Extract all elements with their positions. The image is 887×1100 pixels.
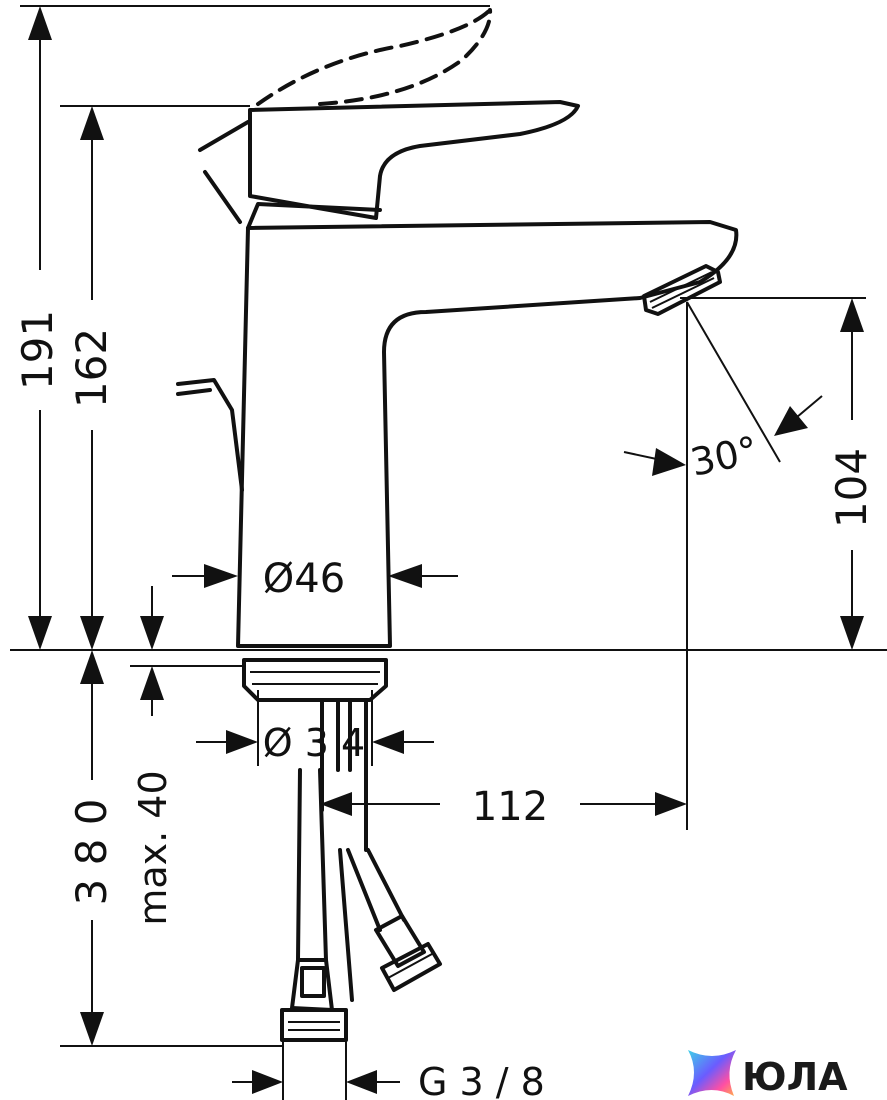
faucet-body [236,202,739,648]
dimension-height-overall [28,6,52,650]
label-hose-length: 3 8 0 [67,799,116,906]
label-height-overall: 191 [13,310,62,390]
label-spray-angle: 30° [687,428,762,485]
brand-logo: ЮЛА [688,1050,848,1099]
dimension-spout-reach [320,792,687,816]
brand-name: ЮЛА [742,1055,848,1099]
handle-open-position-dashed [256,8,493,106]
label-outlet-height: 104 [827,448,876,528]
aerator [642,264,722,316]
dimension-height-spout-top [80,106,104,650]
faucet-handle [198,100,580,224]
brand-star-icon [688,1050,736,1096]
extension-lines [10,5,887,1100]
dimension-connection-thread [232,1070,400,1094]
label-height-spout-top: 162 [67,328,116,408]
label-hole-diameter: Ø 3 4 [263,721,365,765]
label-spout-reach: 112 [472,784,548,830]
dimension-hole-diameter [196,730,434,754]
label-connection-thread: G 3 / 8 [418,1060,545,1100]
dimension-hose-length [80,650,104,1046]
dimension-body-diameter [172,564,458,588]
label-body-diameter: Ø46 [263,556,345,602]
pop-up-rod [176,378,244,492]
dimension-outlet-height [840,298,864,650]
dimension-max-deck [140,586,164,716]
supply-hoses [280,768,442,1042]
dimension-spray-angle [623,395,823,476]
label-max-deck: max. 40 [131,770,175,925]
mounting-nut [242,658,388,702]
